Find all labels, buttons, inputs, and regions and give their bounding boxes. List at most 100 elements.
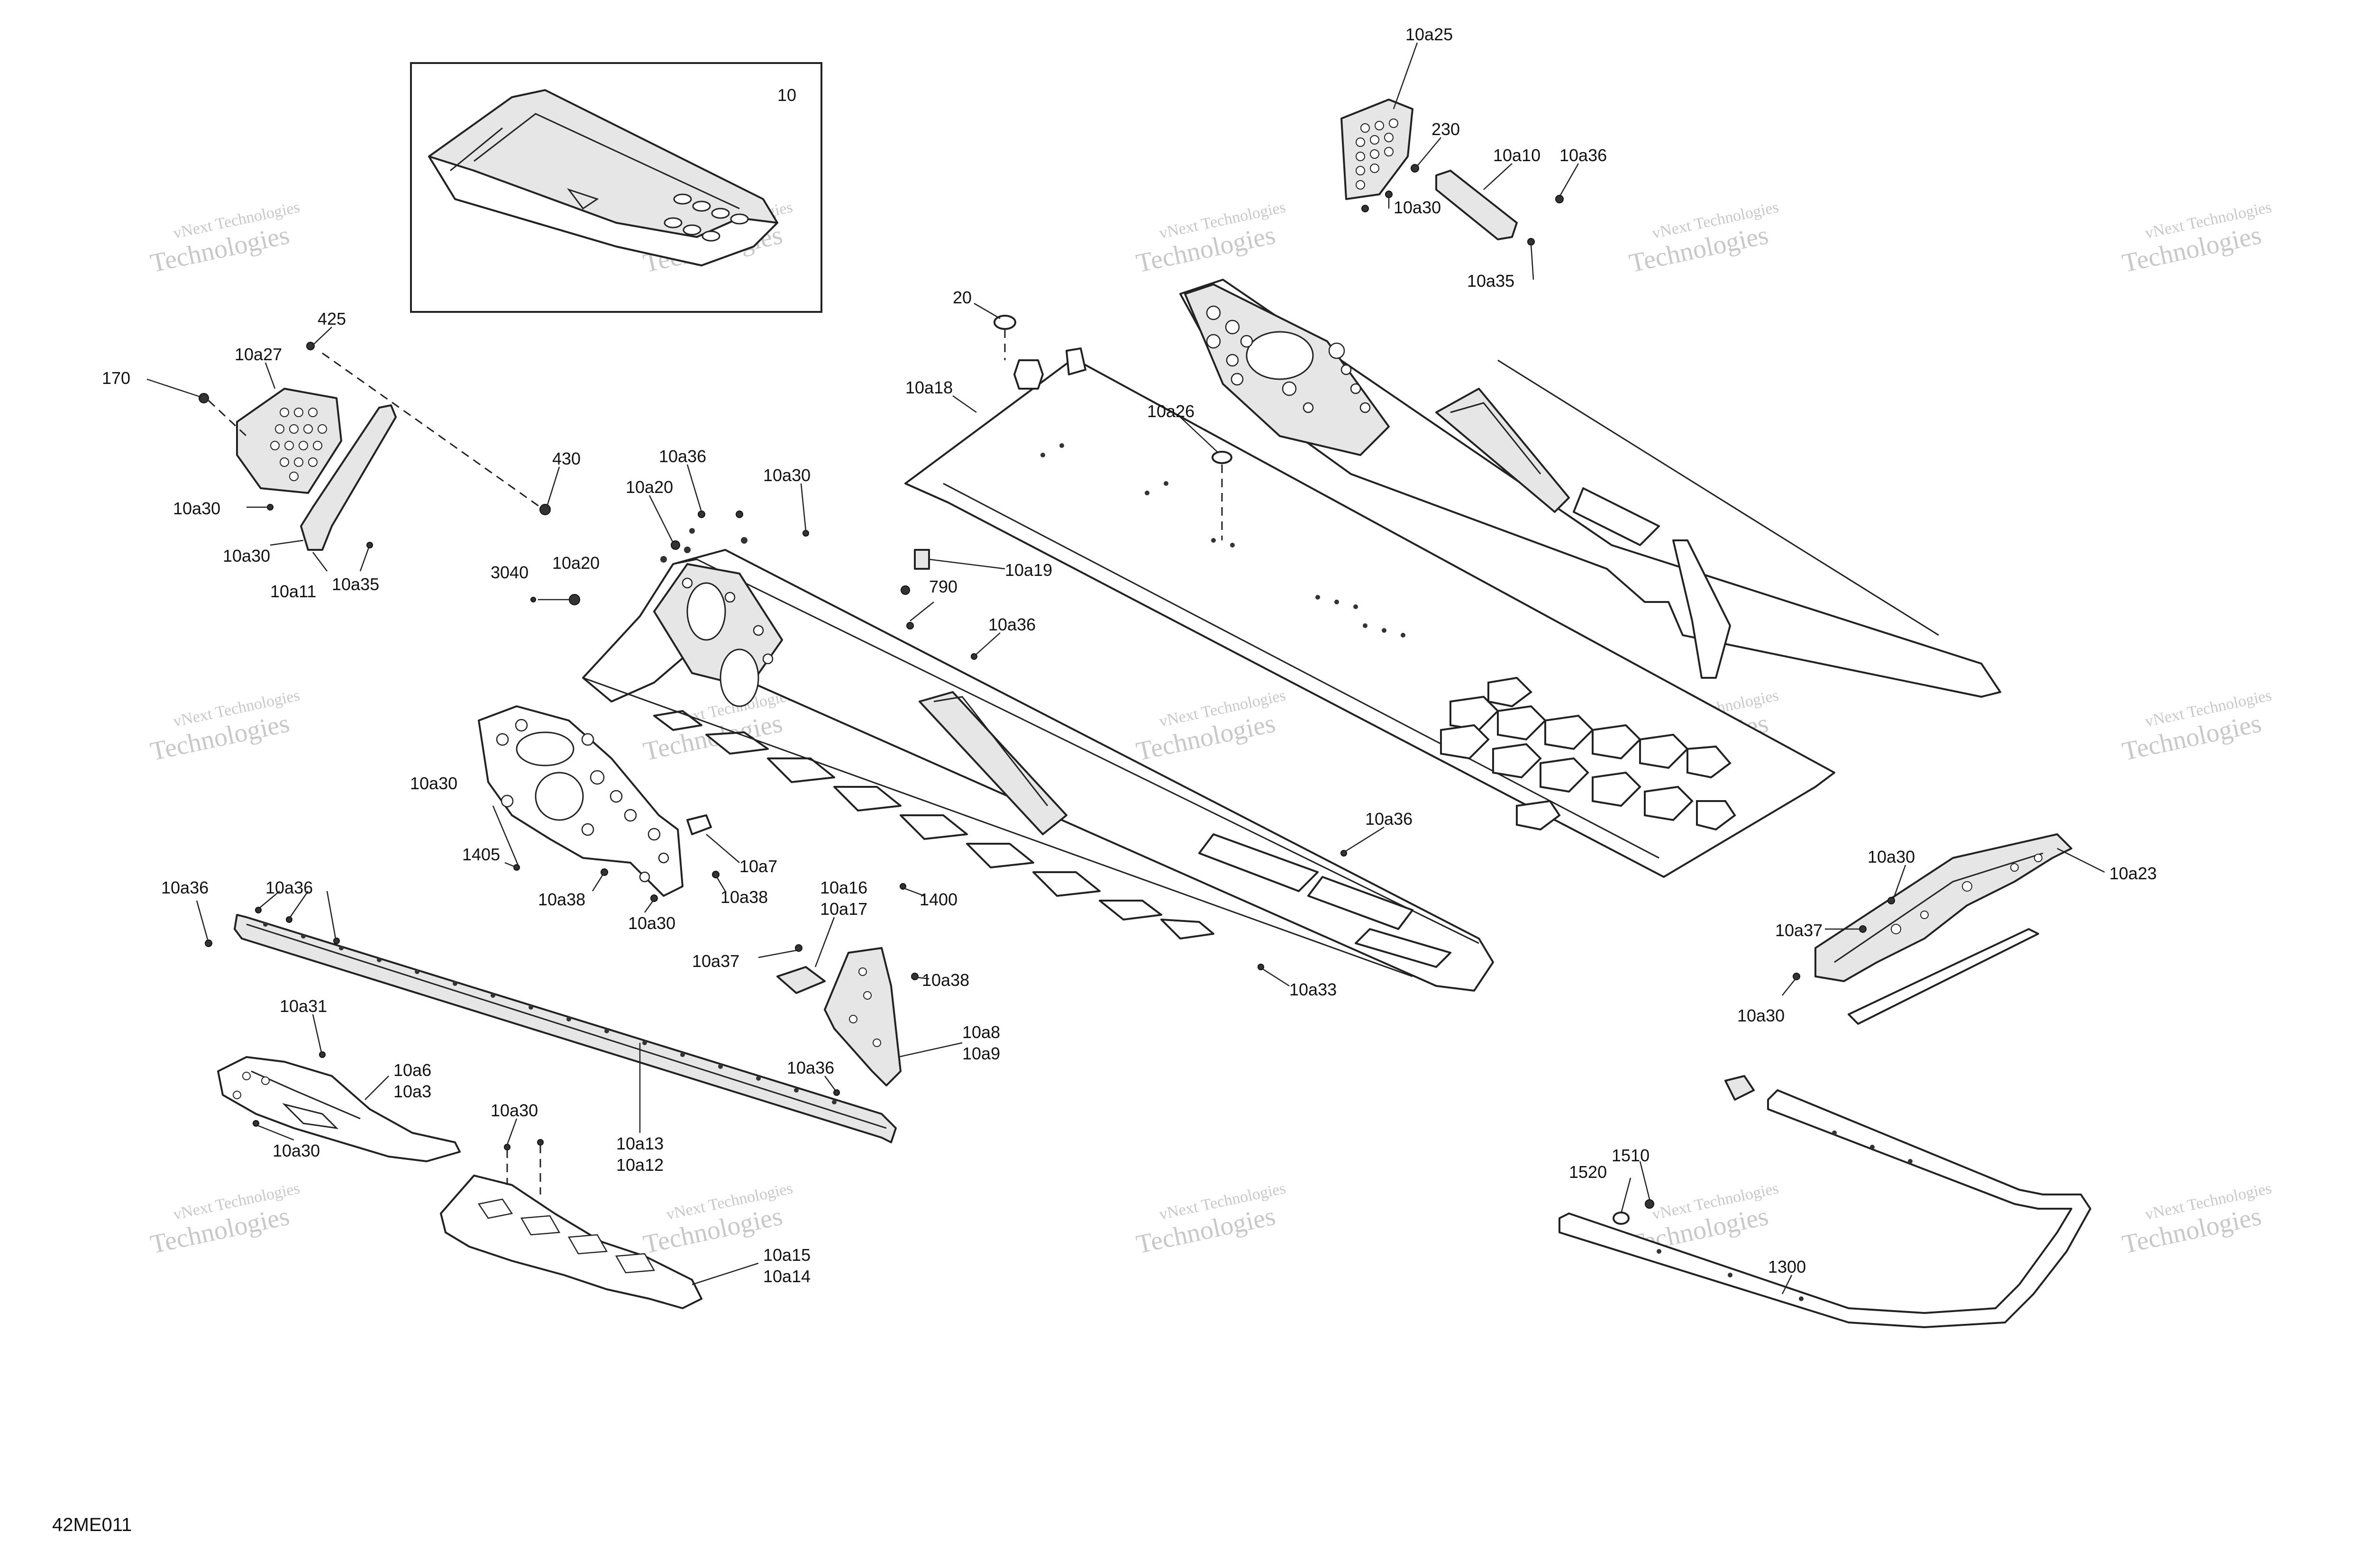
callout-10a15: 10a15 xyxy=(763,1245,811,1265)
callout-10a38: 10a38 xyxy=(922,970,969,990)
callout-10a36: 10a36 xyxy=(787,1058,834,1077)
callout-10a23: 10a23 xyxy=(2109,864,2157,883)
callout-10a18: 10a18 xyxy=(905,378,953,397)
callout-10a30: 10a30 xyxy=(273,1141,320,1160)
callout-10a37: 10a37 xyxy=(692,951,739,971)
watermark: vNext Technologies Technologies xyxy=(1134,198,1287,278)
watermark: vNext Technologies Technologies xyxy=(2120,198,2273,278)
rear-bracket-10a23: 10a30 10a23 10a37 10a30 xyxy=(1737,833,2157,1025)
support-bar-10a10 xyxy=(1435,170,1518,240)
rear-shock-bracket xyxy=(1672,539,1731,679)
watermark: vNext Technologies Technologies xyxy=(2120,686,2273,766)
callout-10a35: 10a35 xyxy=(332,574,379,594)
callout-10a11: 10a11 xyxy=(270,582,316,601)
callout-10a19: 10a19 xyxy=(1005,560,1052,580)
callout-10a20: 10a20 xyxy=(552,553,600,573)
callout-1405: 1405 xyxy=(462,845,500,864)
callout-10a30: 10a30 xyxy=(763,465,811,485)
grommet xyxy=(1013,359,1044,390)
callout-10a30: 10a30 xyxy=(491,1101,538,1120)
callout-10a13: 10a13 xyxy=(616,1134,664,1153)
grommet xyxy=(1066,347,1086,375)
callout-10a10: 10a10 xyxy=(1493,146,1540,165)
callout-230: 230 xyxy=(1431,119,1460,139)
callout-10a38: 10a38 xyxy=(720,887,768,907)
callout-10a30: 10a30 xyxy=(1394,198,1441,217)
bracket-10a16 xyxy=(776,966,826,994)
skid-plate-10a6: 10a31 10a6 10a3 10a30 xyxy=(217,996,461,1162)
callout-10a36: 10a36 xyxy=(161,878,209,897)
callout-20: 20 xyxy=(953,288,972,307)
callout-10a26: 10a26 xyxy=(1147,401,1194,421)
watermark: vNext Technologies Technologies xyxy=(1627,198,1780,278)
watermark: vNext Technologies Technologies xyxy=(148,686,301,766)
watermark: vNext Technologies Technologies xyxy=(1134,1179,1287,1259)
suspension-plate-10a7: 10a30 1405 10a38 10a30 10a7 10a38 xyxy=(410,705,777,933)
watermark: vNext Technologies Technologies xyxy=(148,198,301,278)
grommet-10a26 xyxy=(1212,451,1232,464)
callout-10a36: 10a36 xyxy=(988,615,1036,634)
callout-10a7: 10a7 xyxy=(739,857,777,876)
watermark: vNext Technologies Technologies xyxy=(2120,1179,2273,1259)
callout-10a35: 10a35 xyxy=(1467,271,1514,291)
callout-10a36: 10a36 xyxy=(1559,146,1607,165)
callout-10a6: 10a6 xyxy=(393,1060,431,1080)
callout-10a14: 10a14 xyxy=(763,1267,811,1286)
rear-bumper-1300: 1510 1520 1300 xyxy=(1559,1075,2091,1328)
callout-10a9: 10a9 xyxy=(962,1044,1000,1063)
callout-10a38: 10a38 xyxy=(538,890,585,909)
callout-1400: 1400 xyxy=(920,890,957,909)
footrest-bracket-group-top: 10a25 230 10a10 10a36 10a30 10a35 xyxy=(1340,25,1607,291)
washer-1520 xyxy=(1613,1212,1630,1225)
inset-callout: 10 xyxy=(777,85,796,105)
tunnel-left-side-rail: 10a36 10a20 10a30 10a19 3040 10a20 790 1… xyxy=(491,447,1494,999)
callout-10a37: 10a37 xyxy=(1775,921,1823,940)
callout-790: 790 xyxy=(929,577,957,596)
callout-10a36: 10a36 xyxy=(265,878,313,897)
callout-10a33: 10a33 xyxy=(1289,980,1337,999)
callout-10a12: 10a12 xyxy=(616,1155,664,1175)
callout-10a36: 10a36 xyxy=(1365,809,1413,829)
callout-10a30: 10a30 xyxy=(223,546,270,565)
callout-10a30: 10a30 xyxy=(1868,847,1915,866)
tunnel-top-plate-10a18: 20 10a18 10a26 xyxy=(904,288,1835,878)
running-board-rail-10a13: 10a36 10a36 10a36 10a13 10a12 xyxy=(161,878,897,1175)
callout-10a36: 10a36 xyxy=(659,447,706,466)
support-bar-10a11 xyxy=(300,404,397,551)
callout-1300: 1300 xyxy=(1768,1257,1806,1276)
inset-tunnel-assembly xyxy=(428,89,778,266)
inset-frame xyxy=(410,62,822,313)
callout-10a16: 10a16 xyxy=(820,878,867,897)
grommet-20 xyxy=(994,315,1016,330)
callout-10a17: 10a17 xyxy=(820,899,867,919)
callout-1510: 1510 xyxy=(1612,1146,1650,1165)
callout-1520: 1520 xyxy=(1569,1162,1607,1182)
bracket-10a16-10a8: 10a16 10a17 10a37 10a38 10a8 10a9 xyxy=(692,878,1000,1086)
bracket-10a8 xyxy=(824,947,902,1086)
callout-10a27: 10a27 xyxy=(235,345,282,364)
callout-10a30: 10a30 xyxy=(410,774,457,793)
diagram-code: 42ME011 xyxy=(52,1514,132,1535)
callout-10a25: 10a25 xyxy=(1405,25,1453,44)
callout-10a30: 10a30 xyxy=(628,913,675,933)
callout-10a20: 10a20 xyxy=(626,477,673,497)
footrest-bracket-group-left: 425 10a27 170 430 10a30 10a30 10a11 10a3… xyxy=(102,309,581,601)
watermark: vNext Technologies Technologies xyxy=(1134,686,1287,766)
footrest-bracket-10a25 xyxy=(1340,99,1413,200)
bumper-end-cap xyxy=(1724,1075,1755,1101)
callout-3040: 3040 xyxy=(491,563,529,582)
callout-10a3: 10a3 xyxy=(393,1082,431,1101)
callout-170: 170 xyxy=(102,368,130,388)
tunnel-right-side-rail xyxy=(1179,279,2001,698)
inset-assembly-10: 10 xyxy=(410,62,822,313)
callout-10a30: 10a30 xyxy=(1737,1006,1785,1025)
callout-425: 425 xyxy=(318,309,346,328)
callout-430: 430 xyxy=(552,449,581,468)
callout-10a30: 10a30 xyxy=(173,499,220,518)
callout-10a31: 10a31 xyxy=(280,996,327,1016)
callout-10a8: 10a8 xyxy=(962,1022,1000,1042)
lower-bracket-10a15: 10a30 10a15 10a14 xyxy=(440,1101,811,1309)
bolt-10a19 xyxy=(914,549,930,570)
watermark: vNext Technologies Technologies xyxy=(148,1179,301,1259)
